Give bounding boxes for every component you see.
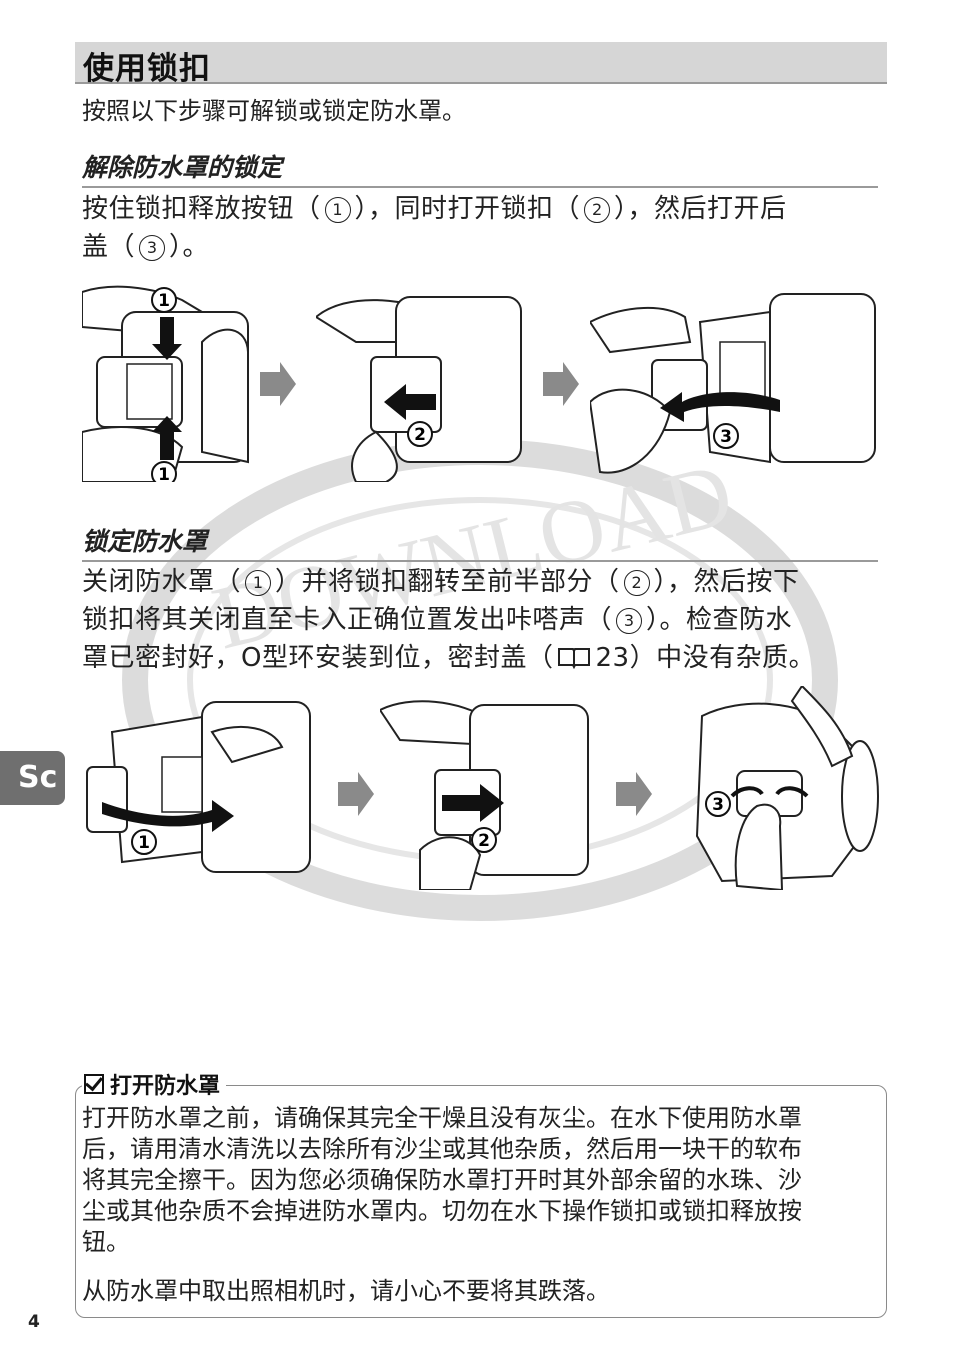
step-label-3: 3 <box>713 423 739 449</box>
step-arrow <box>616 772 652 816</box>
note-paragraph-1: 打开防水罩之前，请确保其完全干燥且没有灰尘。在水下使用防水罩 后，请用清水清洗以… <box>82 1104 802 1256</box>
note-header: 打开防水罩 <box>82 1068 227 1100</box>
step-arrow <box>338 772 374 816</box>
book-icon <box>558 648 591 669</box>
note-box <box>75 1085 887 1318</box>
circled-number: 1 <box>324 197 351 223</box>
language-tab: Sc <box>0 751 65 805</box>
svg-text:1: 1 <box>158 291 170 311</box>
svg-text:2: 2 <box>478 831 490 851</box>
note-paragraph-2: 从防水罩中取出照相机时，请小心不要将其跌落。 <box>82 1277 610 1305</box>
svg-text:1: 1 <box>158 465 170 482</box>
circled-number: 2 <box>623 570 650 596</box>
intro-text: 按照以下步骤可解锁或锁定防水罩。 <box>82 97 466 125</box>
unlock-figure-press-buttons: 1 1 <box>82 285 249 482</box>
step-label-1: 1 <box>131 829 157 855</box>
page-reference: 23 <box>595 643 630 673</box>
svg-text:3: 3 <box>720 427 732 447</box>
svg-text:2: 2 <box>414 425 426 445</box>
step-arrow <box>543 362 579 406</box>
unlock-subtitle: 解除防水罩的锁定 <box>82 148 878 188</box>
section-title: 使用锁扣 <box>83 51 211 87</box>
note-title: 打开防水罩 <box>110 1074 221 1099</box>
circled-number: 1 <box>245 570 272 596</box>
lock-instructions: 关闭防水罩（1）并将锁扣翻转至前半部分（2），然后按下 锁扣将其关闭直至卡入正确… <box>82 567 816 673</box>
step-label-2: 2 <box>407 421 433 447</box>
lock-figure-close-cover: 1 <box>86 701 311 873</box>
lock-figure-press-latch: 3 <box>695 686 879 890</box>
checkbox-icon <box>84 1074 104 1094</box>
section-header: 使用锁扣 <box>75 42 887 87</box>
circled-number: 3 <box>139 235 166 261</box>
lock-figure-flip-latch: 2 <box>380 700 589 890</box>
step-label-1-bottom: 1 <box>151 461 177 482</box>
step-arrow <box>260 362 296 406</box>
unlock-instructions: 按住锁扣释放按钮（1），同时打开锁扣（2），然后打开后 盖（3）。 <box>82 194 787 262</box>
language-tab-label: Sc <box>18 760 58 795</box>
lock-subtitle: 锁定防水罩 <box>82 522 878 562</box>
step-label-3: 3 <box>705 791 731 817</box>
circled-number: 2 <box>584 197 611 223</box>
step-label-1-top: 1 <box>151 287 177 313</box>
page-number: 4 <box>28 1312 40 1332</box>
step-label-2: 2 <box>471 827 497 853</box>
unlock-figure-open-latch: 2 <box>316 296 522 482</box>
svg-text:3: 3 <box>712 795 724 815</box>
unlock-figure-open-cover: 3 <box>590 293 876 474</box>
svg-text:1: 1 <box>138 833 150 853</box>
circled-number: 3 <box>616 608 643 634</box>
